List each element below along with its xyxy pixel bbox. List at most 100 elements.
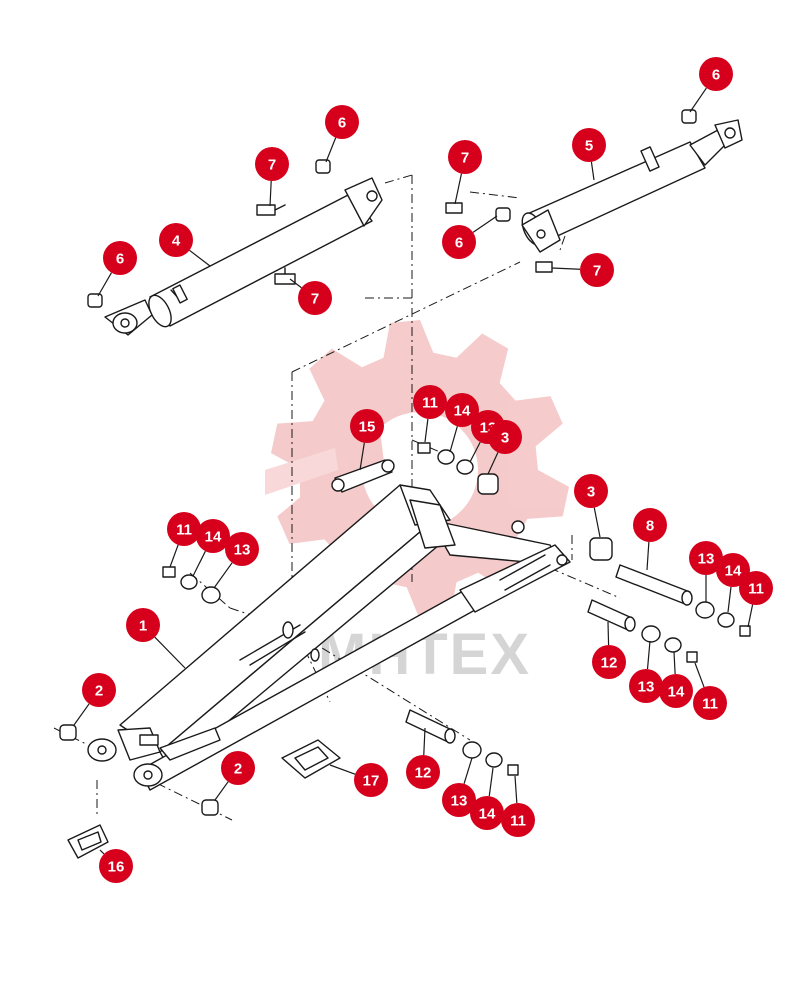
callout-number: 11 — [176, 522, 192, 539]
hydraulic-cylinder-left — [104, 177, 383, 336]
callout-13: 13 — [629, 640, 663, 703]
pin-8 — [615, 564, 693, 606]
callout-number: 2 — [95, 683, 103, 700]
bushing-left-top — [315, 159, 331, 174]
callout-leader-line — [454, 173, 463, 205]
callout-4: 4 — [159, 223, 211, 267]
callout-badge — [413, 385, 447, 419]
hardware-left — [162, 566, 221, 604]
callout-badge — [693, 686, 727, 720]
callout-leader-line — [472, 215, 498, 233]
wear-pad-16 — [67, 824, 109, 859]
callout-badge — [167, 512, 201, 546]
callout-11: 11 — [167, 512, 201, 568]
callout-leader-line — [607, 621, 610, 646]
callout-leader-line — [73, 703, 90, 726]
callout-leader-line — [449, 426, 458, 453]
callout-leader-line — [359, 442, 365, 471]
bushing-left-bottom — [87, 293, 103, 308]
callout-number: 7 — [311, 291, 319, 308]
callout-16: 16 — [99, 849, 133, 883]
callout-number: 14 — [479, 806, 496, 823]
callout-badge — [255, 147, 289, 181]
callout-2: 2 — [214, 751, 255, 801]
callout-number: 15 — [359, 419, 376, 436]
callout-leader-line — [469, 441, 481, 463]
callout-1: 1 — [126, 608, 186, 669]
callout-number: 17 — [363, 773, 380, 790]
callout-badge — [574, 474, 608, 508]
grease-fitting-left-mid — [274, 267, 296, 285]
callout-badge — [406, 755, 440, 789]
callout-6: 6 — [442, 215, 498, 259]
grease-fitting-right-top — [445, 202, 463, 214]
callout-leader-line — [329, 764, 356, 775]
callout-number: 16 — [108, 859, 125, 876]
callout-number: 11 — [702, 696, 718, 713]
callout-number: 13 — [234, 542, 251, 559]
callout-badge — [716, 553, 750, 587]
link-bar — [331, 459, 395, 493]
callout-badge — [633, 508, 667, 542]
callout-number: 7 — [268, 157, 276, 174]
callout-14: 14 — [470, 767, 504, 830]
callout-leader-line — [747, 604, 754, 628]
callout-7: 7 — [289, 278, 332, 315]
callout-badge — [82, 673, 116, 707]
callout-number: 3 — [587, 484, 595, 501]
bushing-2-bottom — [201, 799, 219, 816]
callout-number: 6 — [338, 115, 346, 132]
callout-badge — [225, 532, 259, 566]
callout-7: 7 — [448, 140, 482, 205]
callout-leader-line — [213, 562, 233, 589]
callout-3: 3 — [574, 474, 608, 538]
callout-3: 3 — [487, 420, 522, 475]
callout-6: 6 — [97, 241, 137, 297]
callout-number: 7 — [461, 150, 469, 167]
hardware-right-upper — [695, 601, 751, 637]
callout-number: 6 — [116, 251, 124, 268]
callout-leader-line — [487, 452, 499, 475]
callout-12: 12 — [406, 727, 440, 789]
callout-8: 8 — [633, 508, 667, 571]
hardware-upper — [417, 442, 499, 495]
callout-leader-line — [593, 507, 601, 538]
callout-leader-line — [689, 87, 707, 113]
callout-badge — [739, 571, 773, 605]
callout-11: 11 — [739, 571, 773, 628]
hardware-bottom — [462, 741, 519, 776]
callout-number: 4 — [172, 233, 181, 250]
callout-leader-line — [189, 249, 211, 267]
callout-badge — [99, 849, 133, 883]
callout-leader-line — [673, 651, 676, 675]
callout-badge — [689, 541, 723, 575]
callout-badge — [159, 223, 193, 257]
callout-leader-line — [289, 278, 302, 289]
callout-11: 11 — [693, 662, 727, 720]
callout-badge — [442, 783, 476, 817]
callout-number: 13 — [451, 793, 468, 810]
callout-leader-line — [325, 137, 337, 163]
callout-number: 6 — [712, 67, 720, 84]
callout-15: 15 — [350, 409, 384, 471]
callout-14: 14 — [659, 651, 693, 708]
callout-leader-line — [423, 727, 426, 756]
callout-13: 13 — [442, 757, 476, 817]
callout-number: 14 — [454, 403, 471, 420]
callout-number: 14 — [668, 684, 685, 701]
callout-badge — [325, 105, 359, 139]
boom-frame — [87, 484, 571, 791]
callout-number: 11 — [422, 395, 438, 412]
callout-leader-line — [424, 418, 429, 443]
wear-pad-17 — [281, 739, 341, 779]
callout-badge — [442, 225, 476, 259]
callout-badge — [196, 519, 230, 553]
callout-leader-line — [214, 781, 229, 801]
callout-leader-line — [97, 272, 113, 297]
callout-number: 1 — [139, 618, 147, 635]
hardware-right-lower — [641, 625, 698, 663]
bushing-2-left — [59, 724, 77, 741]
callout-badge — [445, 393, 479, 427]
callout-leader-line — [154, 636, 186, 669]
